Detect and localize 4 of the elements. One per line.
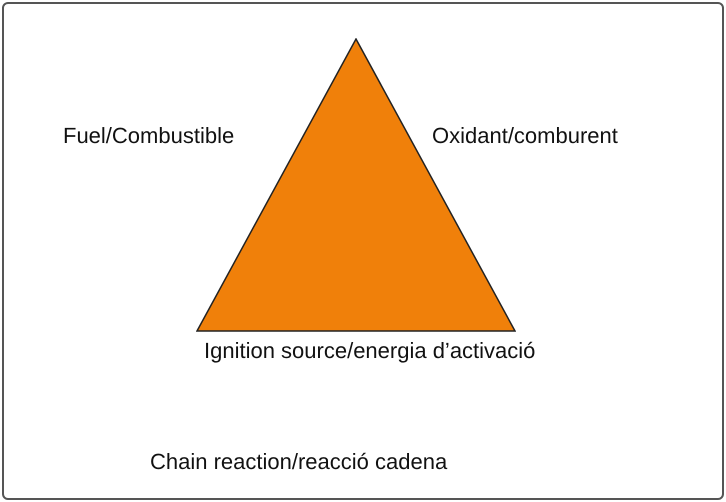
side-label: Ignition source/energia d’activació: [204, 337, 536, 365]
side-label: Fuel/Combustible: [63, 122, 236, 150]
side-label: Oxidant/comburent: [432, 122, 619, 150]
caption-text: Chain reaction/reacció cadena: [150, 448, 448, 476]
